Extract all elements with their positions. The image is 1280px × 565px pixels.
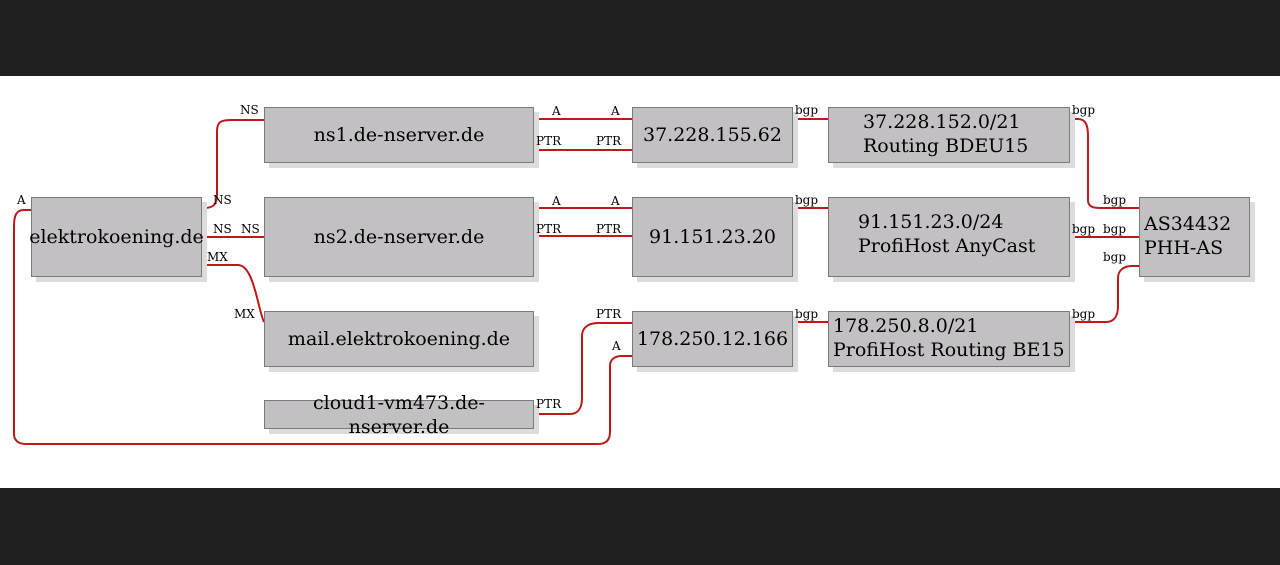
label-ptr-ns2-tail: PTR [536,222,562,236]
label-bgp-as-1: bgp [1103,193,1127,207]
node-ns2: ns2.de-nserver.de [264,197,534,277]
node-net2: 91.151.23.0/24 ProfiHost AnyCast [828,197,1070,277]
label-a-ns1-head: A [611,104,620,118]
label-a-ns1-tail: A [552,104,561,118]
node-label: 37.228.155.62 [642,124,782,146]
node-label: 178.250.12.166 [636,328,789,350]
label-bgp-ip1: bgp [795,103,819,117]
node-line-1: AS34432 [1144,213,1232,235]
node-as: AS34432 PHH-AS [1139,197,1250,277]
label-bgp-as-2: bgp [1103,222,1127,236]
label-bgp-net1: bgp [1072,103,1096,117]
label-ns-ns2-tail: NS [213,222,232,236]
node-line-2: Routing BDEU15 [863,135,1029,157]
label-bgp-net3: bgp [1072,307,1096,321]
node-label: mail.elektrokoening.de [287,328,511,350]
label-a-ns2-tail: A [552,194,561,208]
diagram-canvas: elektrokoening.de ns1.de-nserver.de ns2.… [0,76,1280,488]
label-ptr-ns1-head: PTR [596,134,622,148]
node-ns1: ns1.de-nserver.de [264,107,534,163]
node-line-1: 91.151.23.0/24 [858,211,1004,233]
label-ns-ns1-tail: NS [213,193,232,207]
label-a-ns2-head: A [611,194,620,208]
label-ns-ns1-head: NS [240,103,259,117]
node-line-2: ProfiHost AnyCast [858,235,1036,257]
edge-layer [13,118,1139,445]
label-ptr-cloud-tail: PTR [536,397,562,411]
node-line-1: 178.250.8.0/21 [833,315,979,337]
label-ns-ns2-head: NS [241,222,260,236]
node-ip1: 37.228.155.62 [632,107,793,163]
node-ip3: 178.250.12.166 [632,311,793,367]
node-line-2: ProfiHost Routing BE15 [833,339,1065,361]
node-net3: 178.250.8.0/21 ProfiHost Routing BE15 [828,311,1070,367]
edge-cloud-ptr [534,322,632,415]
node-label: elektrokoening.de [29,226,204,248]
edge-ns1 [203,119,264,209]
edge-a-loop [13,209,632,445]
label-ptr-ns1-tail: PTR [536,134,562,148]
edge-mx [204,264,265,323]
node-ip2: 91.151.23.20 [632,197,793,277]
label-a-tail: A [17,193,26,207]
node-net1: 37.228.152.0/21 Routing BDEU15 [828,107,1070,163]
label-bgp-ip3: bgp [795,307,819,321]
edge-net3-as [1070,265,1139,323]
label-bgp-ip2: bgp [795,193,819,207]
label-ptr-ip3-head: PTR [596,307,622,321]
label-ptr-ns2-head: PTR [596,222,622,236]
label-bgp-net2: bgp [1072,222,1096,236]
node-line-1: 37.228.152.0/21 [863,111,1021,133]
node-mail: mail.elektrokoening.de [264,311,534,367]
label-mx-tail: MX [207,250,228,264]
node-elektrokoening: elektrokoening.de [29,197,204,277]
node-label: ns2.de-nserver.de [313,226,485,248]
label-bgp-as-3: bgp [1103,250,1127,264]
node-line-2: PHH-AS [1144,237,1224,259]
node-label: cloud1-vm473.de-nserver.de [313,391,485,438]
label-a-head: A [612,339,621,353]
node-label: 91.151.23.20 [649,226,776,248]
edge-net1-as [1070,118,1139,209]
node-cloud1: cloud1-vm473.de-nserver.de [264,392,534,438]
node-label: ns1.de-nserver.de [313,124,485,146]
label-mx-head: MX [234,307,255,321]
